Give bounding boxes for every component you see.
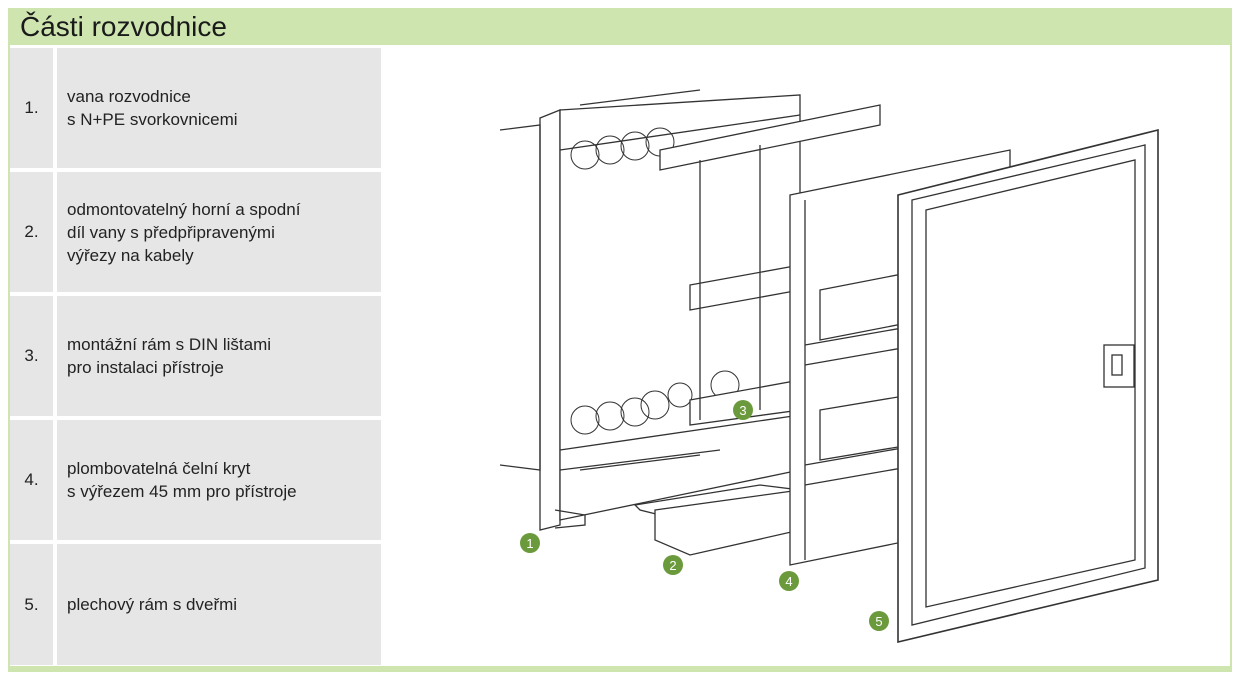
marker-label-3: 3 — [739, 403, 746, 418]
part-description: vana rozvodnice s N+PE svorkovnicemi — [57, 48, 381, 168]
marker-label-1: 1 — [526, 536, 533, 551]
part-number: 5. — [10, 544, 53, 665]
part-description: plombovatelná čelní kryt s výřezem 45 mm… — [57, 420, 381, 540]
part-number: 4. — [10, 420, 53, 540]
marker-label-4: 4 — [785, 574, 792, 589]
door-frame — [897, 128, 1159, 644]
part-text: vana rozvodnice s N+PE svorkovnicemi — [67, 87, 238, 129]
part-markers: 1 2 3 4 5 — [520, 400, 889, 631]
part-number: 1. — [10, 48, 53, 168]
part-number: 2. — [10, 172, 53, 292]
part-row-1: 1. vana rozvodnice s N+PE svorkovnicemi — [10, 48, 381, 168]
part-text: odmontovatelný horní a spodní díl vany s… — [67, 199, 301, 265]
part-number: 3. — [10, 296, 53, 416]
part-description: montážní rám s DIN lištami pro instalaci… — [57, 296, 381, 416]
part-text: montážní rám s DIN lištami pro instalaci… — [67, 335, 272, 377]
marker-label-5: 5 — [875, 614, 882, 629]
part-row-2: 2. odmontovatelný horní a spodní díl van… — [10, 172, 381, 292]
part-text: plombovatelná čelní kryt s výřezem 45 mm… — [67, 459, 297, 501]
marker-3 — [733, 400, 753, 420]
page-title: Části rozvodnice — [20, 11, 227, 42]
mounting-frame — [659, 104, 881, 426]
marker-2 — [663, 555, 683, 575]
part-description: plechový rám s dveřmi — [57, 544, 381, 665]
part-row-4: 4. plombovatelná čelní kryt s výřezem 45… — [10, 420, 381, 540]
part-description: odmontovatelný horní a spodní díl vany s… — [57, 172, 381, 292]
bottom-part — [633, 484, 801, 556]
enclosure-tub — [499, 89, 801, 531]
part-text: plechový rám s dveřmi — [67, 595, 238, 614]
marker-5 — [869, 611, 889, 631]
part-row-3: 3. montážní rám s DIN lištami pro instal… — [10, 296, 381, 416]
marker-label-2: 2 — [669, 558, 676, 573]
marker-1 — [520, 533, 540, 553]
part-row-5: 5. plechový rám s dveřmi — [10, 544, 381, 665]
marker-4 — [779, 571, 799, 591]
